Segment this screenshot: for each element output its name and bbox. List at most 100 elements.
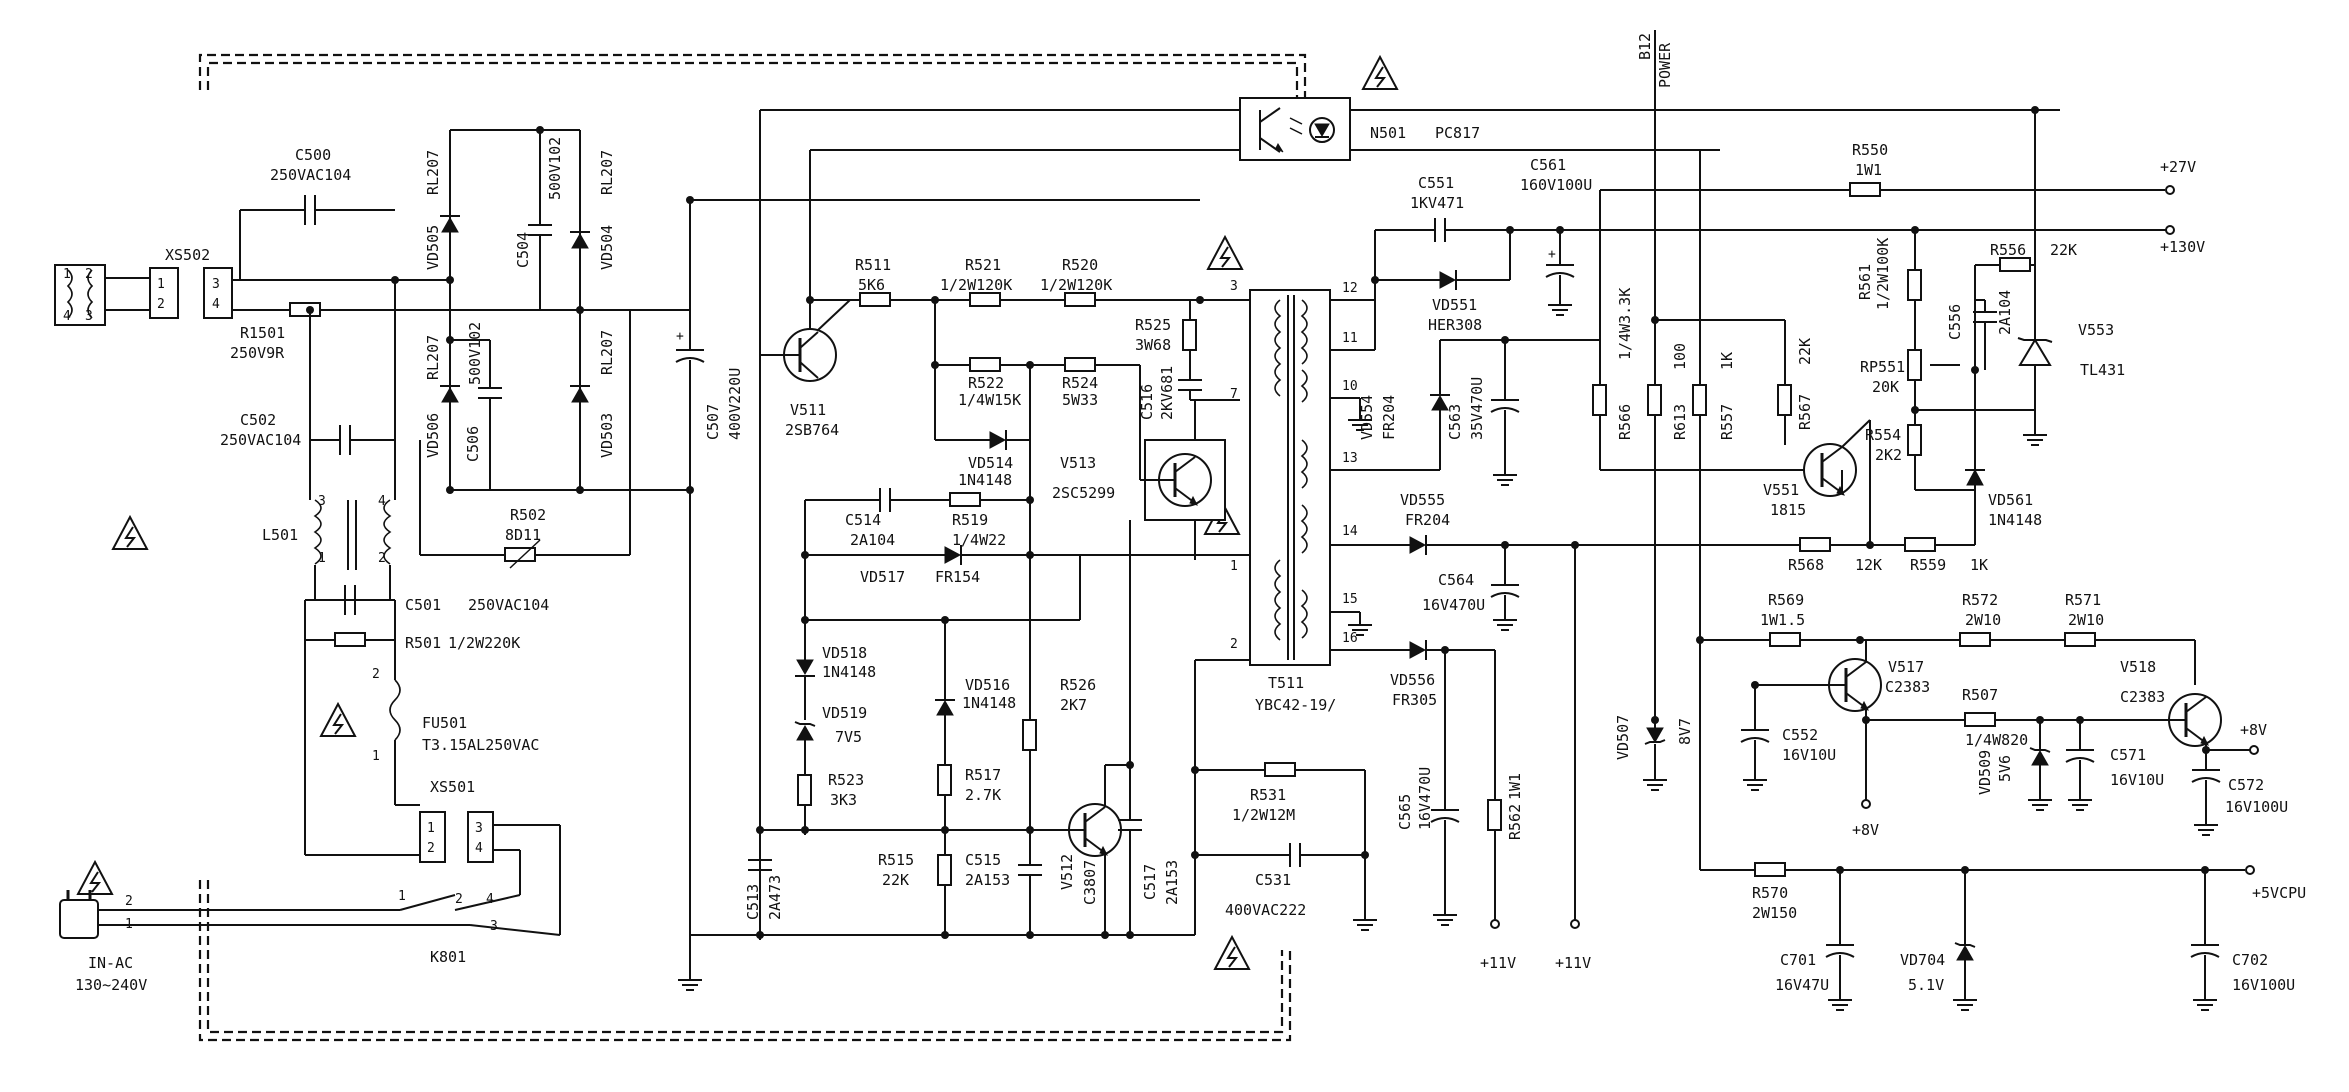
r556-label: R556	[1990, 241, 2026, 259]
vd561-value: 1N4148	[1988, 511, 2042, 529]
resistor-r526	[1022, 719, 1037, 751]
resistor-r550	[1849, 182, 1881, 197]
c701-value: 16V47U	[1775, 976, 1829, 994]
ground-icon	[677, 979, 703, 991]
c563-label: C563	[1446, 404, 1464, 440]
c572-label: C572	[2228, 776, 2264, 794]
r554-value: 2K2	[1875, 446, 1902, 464]
r561-value: 1/2W100K	[1874, 238, 1892, 310]
vd518-value: 1N4148	[822, 663, 876, 681]
ground-icon	[1827, 999, 1853, 1011]
potentiometer-rp551	[1907, 349, 1922, 381]
r531-label: R531	[1250, 786, 1286, 804]
transistor-v518	[2168, 693, 2222, 747]
c531-label: C531	[1255, 871, 1291, 889]
resistor-r1501	[289, 302, 321, 317]
vd517-value: FR154	[935, 568, 980, 586]
c514-label: C514	[845, 511, 881, 529]
hazard-icon	[112, 516, 148, 550]
c563-value: 35V470U	[1468, 377, 1486, 440]
input-transformer-symbol: 1 2 4 3	[54, 264, 106, 326]
c501-value: 250VAC104	[468, 596, 549, 614]
r561-label: R561	[1856, 264, 1874, 300]
n501-label: N501	[1370, 124, 1406, 142]
vd555-value: FR204	[1405, 511, 1450, 529]
fu501-label: FU501	[422, 714, 467, 732]
output-11v-a: +11V	[1480, 954, 1516, 972]
resistor-r559	[1904, 537, 1936, 552]
vd556-label: VD556	[1390, 671, 1435, 689]
svg-text:3: 3	[490, 919, 498, 934]
r520-label: R520	[1062, 256, 1098, 274]
t511-label: T511	[1268, 674, 1304, 692]
c531-value: 400VAC222	[1225, 901, 1306, 919]
c504-value: 500V102	[546, 137, 564, 200]
c572-value: 16V100U	[2225, 798, 2288, 816]
c516-value: 2KV681	[1158, 366, 1176, 420]
vd519-value: 7V5	[835, 728, 862, 746]
v553-value: TL431	[2080, 361, 2125, 379]
r517-label: R517	[965, 766, 1001, 784]
r571-value: 2W10	[2068, 611, 2104, 629]
c564-value: 16V470U	[1422, 596, 1485, 614]
svg-text:4: 4	[475, 841, 483, 856]
r526-label: R526	[1060, 676, 1096, 694]
r524-value: 5W33	[1062, 391, 1098, 409]
choke-l501	[313, 499, 392, 570]
pin-label: 16	[1342, 631, 1358, 646]
vd509-label: VD509	[1976, 750, 1994, 795]
vd504-label: VD504	[598, 225, 616, 270]
v512-label: V512	[1058, 854, 1076, 890]
r613-value: 100	[1671, 343, 1689, 370]
r519-label: R519	[952, 511, 988, 529]
pin-label: 14	[1342, 524, 1358, 539]
r501-value: 1/2W220K	[448, 634, 520, 652]
optocoupler-n501	[1239, 97, 1351, 161]
r572-label: R572	[1962, 591, 1998, 609]
r523-label: R523	[828, 771, 864, 789]
resistor-r517	[937, 764, 952, 796]
vd518-label: VD518	[822, 644, 867, 662]
pin-label: 2	[1230, 637, 1238, 652]
c517-label: C517	[1141, 864, 1159, 900]
v518-label: V518	[2120, 658, 2156, 676]
vd555-label: VD555	[1400, 491, 1445, 509]
c561-label: C561	[1530, 156, 1566, 174]
c552-label: C552	[1782, 726, 1818, 744]
c517-value: 2A153	[1163, 860, 1181, 905]
resistor-r522	[969, 357, 1001, 372]
resistor-r613	[1647, 384, 1662, 416]
v513-value: 2SC5299	[1052, 484, 1115, 502]
r507-value: 1/4W820	[1965, 731, 2028, 749]
svg-text:4: 4	[212, 297, 220, 312]
svg-text:+: +	[1548, 247, 1556, 262]
vd704-value: 5.1V	[1908, 976, 1944, 994]
r515-label: R515	[878, 851, 914, 869]
vd505-label: VD505	[424, 225, 442, 270]
power-label: POWER	[1656, 42, 1674, 88]
hazard-icon	[1362, 56, 1398, 90]
svg-text:1: 1	[157, 277, 165, 292]
terminal-icon	[1570, 919, 1580, 929]
c565-value: 16V470U	[1416, 767, 1434, 830]
resistor-r507	[1964, 712, 1996, 727]
c507-label: C507	[704, 404, 722, 440]
output-27v: +27V	[2160, 158, 2196, 176]
c702-label: C702	[2232, 951, 2268, 969]
ground-icon	[1547, 304, 1573, 316]
resistor-r569	[1769, 632, 1801, 647]
rl207-label: RL207	[424, 150, 442, 195]
c513-value: 2A473	[766, 875, 784, 920]
fu501-value: T3.15AL250VAC	[422, 736, 539, 754]
ground-icon	[2027, 799, 2053, 811]
vd507-value: 8V7	[1676, 718, 1694, 745]
vd514-value: 1N4148	[958, 471, 1012, 489]
c500-value: 250VAC104	[270, 166, 351, 184]
svg-text:2: 2	[427, 841, 435, 856]
r570-label: R570	[1752, 884, 1788, 902]
svg-text:2: 2	[455, 892, 463, 907]
vd509-value: 5V6	[1996, 755, 2014, 782]
ground-icon	[2193, 824, 2219, 836]
c571-label: C571	[2110, 746, 2146, 764]
pin-label: 12	[1342, 281, 1358, 296]
